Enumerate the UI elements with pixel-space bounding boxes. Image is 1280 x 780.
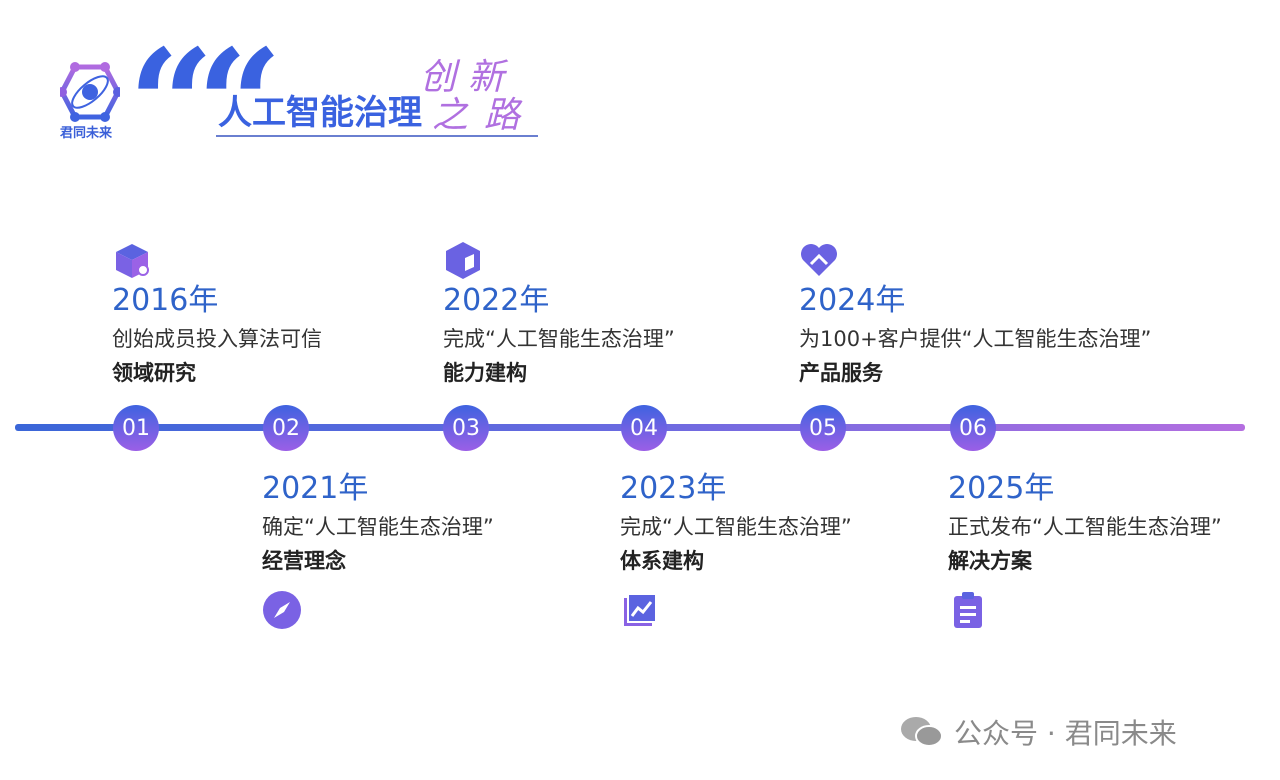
wechat-icon	[901, 717, 943, 747]
milestone-year: 2023年	[620, 471, 727, 506]
milestone-year: 2021年	[262, 471, 369, 506]
milestone-desc: 完成“人工智能生态治理”	[443, 327, 675, 351]
milestone-highlight: 能力建构	[443, 361, 527, 385]
milestone-node: 01	[113, 405, 159, 451]
milestone-desc: 确定“人工智能生态治理”	[262, 515, 494, 539]
logo-icon	[60, 62, 120, 122]
watermark-text: 公众号 · 君同未来	[954, 717, 1177, 750]
heart-link-icon	[801, 244, 837, 276]
box-search-icon	[116, 244, 149, 278]
script-char: 创	[420, 57, 457, 98]
milestone-highlight: 领域研究	[112, 361, 196, 385]
milestone-highlight: 体系建构	[620, 549, 704, 573]
script-char: 新	[468, 57, 505, 98]
milestone-year: 2016年	[112, 283, 219, 318]
milestone-desc: 创始成员投入算法可信	[112, 327, 322, 351]
logo-text: 君同未来	[60, 126, 113, 141]
milestone-year: 2024年	[799, 283, 906, 318]
milestone-highlight: 解决方案	[948, 549, 1032, 573]
milestone-node: 03	[443, 405, 489, 451]
milestone-year: 2025年	[948, 471, 1055, 506]
quote-mark-icon: ““	[128, 17, 283, 193]
script-char: 之	[432, 95, 469, 136]
compass-icon	[263, 591, 301, 629]
milestone-node: 05	[800, 405, 846, 451]
page-title: 人工智能治理	[218, 93, 422, 133]
milestone-node: 04	[621, 405, 667, 451]
milestone-desc: 完成“人工智能生态治理”	[620, 515, 852, 539]
title-underline	[216, 135, 538, 137]
watermark: 公众号 · 君同未来	[900, 712, 1177, 752]
clipboard-icon	[954, 592, 982, 628]
milestone-highlight: 经营理念	[262, 549, 346, 573]
milestone-node: 02	[263, 405, 309, 451]
milestone-year: 2022年	[443, 283, 550, 318]
milestone-desc: 正式发布“人工智能生态治理”	[948, 515, 1222, 539]
chart-icon	[624, 593, 657, 626]
milestone-highlight: 产品服务	[799, 361, 883, 385]
milestone-desc: 为100+客户提供“人工智能生态治理”	[799, 327, 1152, 351]
script-char: 路	[484, 95, 521, 136]
cube-icon	[446, 242, 480, 279]
milestone-node: 06	[950, 405, 996, 451]
